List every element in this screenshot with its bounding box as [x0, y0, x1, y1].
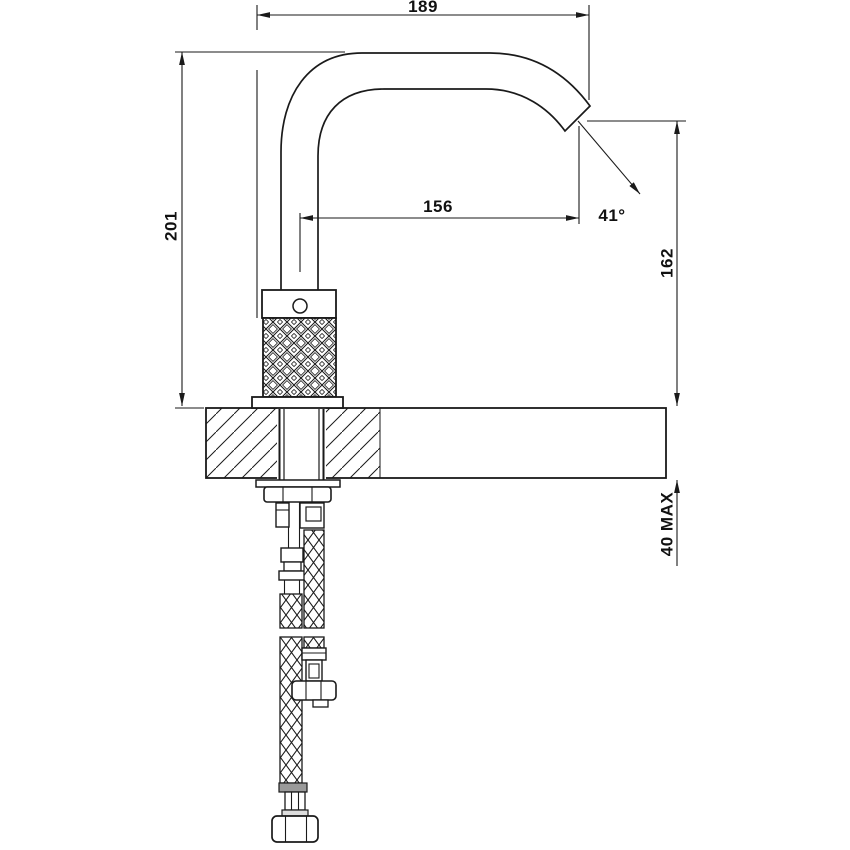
dimension-max-deck-thickness: 40 MAX — [658, 480, 680, 566]
hose-neck — [284, 791, 306, 811]
dimension-total-height: 201 — [162, 51, 345, 409]
body-cap — [261, 289, 337, 319]
compression-fitting-upper — [280, 547, 304, 563]
dimension-overall-depth: 189 — [256, 0, 590, 318]
dim-label-spout-reach: 156 — [423, 197, 453, 216]
left-connector-block — [275, 502, 290, 528]
angle-leader-line — [577, 120, 641, 195]
mounting-hole — [277, 406, 326, 483]
dim-label-max-deck-thickness: 40 MAX — [658, 492, 677, 557]
supply-connectors — [275, 502, 325, 594]
knurled-grip — [262, 317, 337, 398]
right-hose-end-fitting — [291, 647, 337, 708]
elbow-nut — [291, 680, 337, 701]
mounting-shank — [278, 409, 325, 481]
base-flange — [251, 396, 344, 409]
spout — [280, 52, 592, 294]
dimension-spout-height: 162 — [587, 120, 686, 406]
dim-label-total-height: 201 — [162, 211, 181, 241]
dim-label-overall-depth: 189 — [408, 0, 438, 16]
hose-end-nut — [271, 815, 319, 843]
countertop — [205, 406, 667, 483]
mounting-washer — [255, 479, 341, 488]
set-screw-icon — [292, 298, 308, 314]
mounting-nut — [263, 486, 332, 503]
compression-fitting-lower — [278, 570, 306, 581]
countertop-outline — [205, 407, 667, 479]
dimension-spout-angle: 41° — [577, 120, 641, 225]
left-supply-hose — [271, 593, 319, 843]
hose-crimp-collar — [278, 782, 308, 793]
dimension-spout-reach: 156 — [299, 126, 580, 272]
dim-label-spout-angle: 41° — [598, 206, 625, 225]
dim-label-spout-height: 162 — [658, 248, 677, 278]
right-supply-hose — [291, 529, 337, 708]
